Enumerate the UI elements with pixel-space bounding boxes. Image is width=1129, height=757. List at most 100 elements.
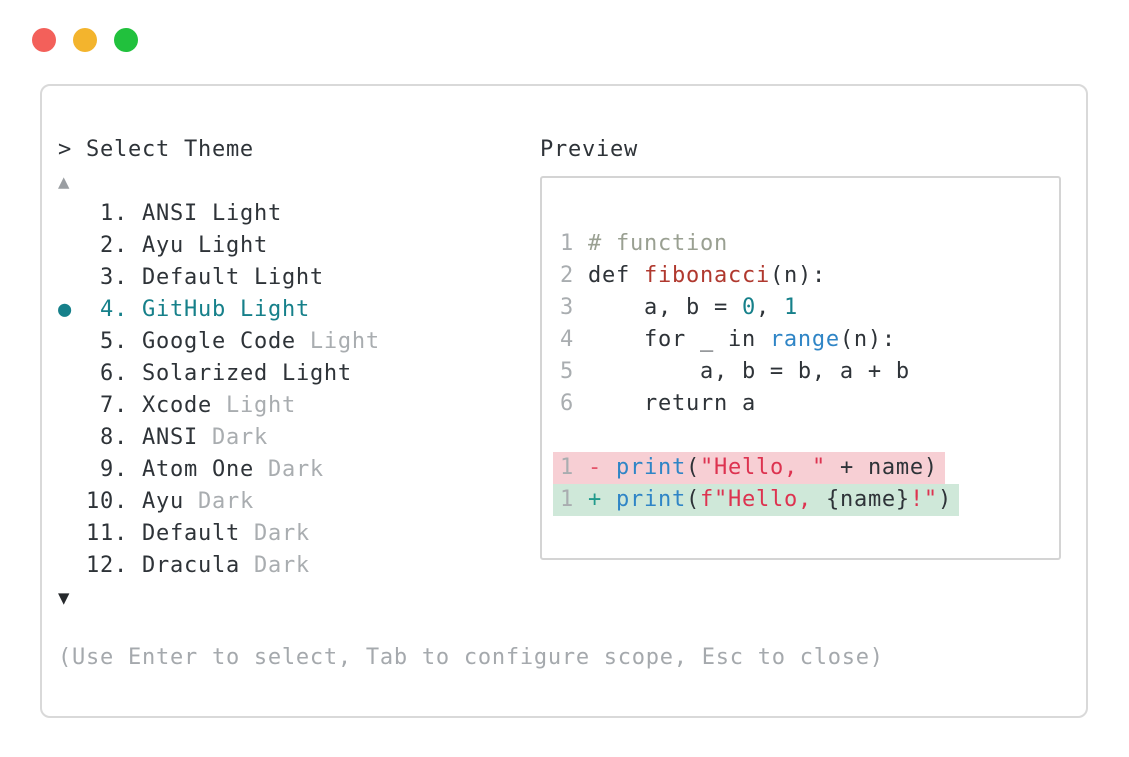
code-line: 5 a, b = b, a + b (560, 356, 959, 388)
theme-picker-window: > Select Theme ▲ 1. ANSI Light 2. Ayu Li… (40, 84, 1088, 718)
line-number: 4 (560, 327, 588, 352)
theme-name: Dracula (141, 553, 240, 578)
theme-number: 1. (86, 201, 142, 226)
bullet-spacer (58, 457, 86, 482)
theme-number: 2. (86, 233, 142, 258)
theme-variant: Dark (239, 553, 310, 578)
code-line: 6 return a (560, 388, 959, 420)
theme-option-6[interactable]: 6. Solarized Light (58, 358, 380, 390)
theme-option-1[interactable]: 1. ANSI Light (58, 198, 380, 230)
bullet-spacer (58, 521, 86, 546)
code-token-minus: - (588, 455, 616, 480)
code-token-code: ( (685, 455, 700, 480)
code-line: 3 a, b = 0, 1 (560, 292, 959, 324)
theme-option-11[interactable]: 11. Default Dark (58, 518, 380, 550)
code-token-blue: print (616, 455, 686, 480)
bullet-spacer (58, 265, 86, 290)
diff-added-highlight: 1 + print(f"Hello, {name}!") (553, 484, 959, 516)
bullet-spacer (58, 233, 86, 258)
theme-variant: Dark (183, 489, 254, 514)
theme-number: 11. (86, 521, 142, 546)
code-token-plus: + (588, 487, 616, 512)
theme-number: 12. (86, 553, 142, 578)
theme-name: Solarized (141, 361, 268, 386)
theme-name: Default (141, 521, 240, 546)
blank-line (560, 420, 959, 452)
theme-number: 7. (86, 393, 142, 418)
code-token-code: a, b = (588, 295, 742, 320)
theme-number: 4. (86, 297, 142, 322)
theme-name: Google Code (141, 329, 296, 354)
zoom-button[interactable] (114, 28, 138, 52)
theme-variant: Dark (239, 521, 310, 546)
theme-option-7[interactable]: 7. Xcode Light (58, 390, 380, 422)
theme-name: ANSI (141, 425, 198, 450)
code-token-comment: # function (588, 231, 728, 256)
bullet-spacer (58, 489, 86, 514)
line-number: 1 (560, 455, 588, 480)
theme-name: Default (141, 265, 240, 290)
theme-option-12[interactable]: 12. Dracula Dark (58, 550, 380, 582)
theme-number: 8. (86, 425, 142, 450)
theme-number: 10. (86, 489, 142, 514)
selected-bullet-icon: ● (58, 297, 86, 322)
theme-variant: Light (183, 233, 268, 258)
code-token-num: 0 (741, 295, 756, 320)
bullet-spacer (58, 425, 86, 450)
diff-added-line: 1 + print(f"Hello, {name}!") (553, 484, 959, 516)
line-number: 1 (560, 231, 588, 256)
code-token-blue: range (769, 327, 840, 352)
theme-variant: Light (239, 265, 324, 290)
diff-removed-highlight: 1 - print("Hello, " + name) (553, 452, 945, 484)
code-line: 4 for _ in range(n): (560, 324, 959, 356)
theme-variant: Light (225, 297, 310, 322)
theme-number: 9. (86, 457, 142, 482)
code-token-code: a, b = b, a + b (588, 359, 910, 384)
code-token-code: (n): (769, 263, 826, 288)
theme-name: ANSI (141, 201, 198, 226)
theme-option-10[interactable]: 10. Ayu Dark (58, 486, 380, 518)
code-token-code: + name) (825, 455, 938, 480)
theme-option-9[interactable]: 9. Atom One Dark (58, 454, 380, 486)
keyboard-hint: (Use Enter to select, Tab to configure s… (58, 645, 884, 670)
code-token-code: return a (588, 391, 756, 416)
preview-title: Preview (540, 137, 638, 162)
code-token-code: def (588, 263, 644, 288)
theme-option-2[interactable]: 2. Ayu Light (58, 230, 380, 262)
theme-name: Ayu (141, 233, 184, 258)
minimize-button[interactable] (73, 28, 97, 52)
code-token-num: 1 (783, 295, 798, 320)
theme-number: 3. (86, 265, 142, 290)
code-token-func: fibonacci (643, 263, 770, 288)
line-number: 1 (560, 487, 588, 512)
code-token-code: {name} (825, 487, 910, 512)
scroll-down-icon[interactable]: ▼ (58, 587, 71, 609)
bullet-spacer (58, 553, 86, 578)
theme-variant: Dark (197, 425, 268, 450)
theme-option-4[interactable]: ● 4. GitHub Light (58, 294, 380, 326)
theme-variant: Light (295, 329, 380, 354)
diff-removed-line: 1 - print("Hello, " + name) (553, 452, 959, 484)
window-controls (32, 28, 138, 52)
theme-number: 6. (86, 361, 142, 386)
code-token-code: for _ in (588, 327, 770, 352)
line-number: 3 (560, 295, 588, 320)
line-number: 6 (560, 391, 588, 416)
line-number: 5 (560, 359, 588, 384)
scroll-up-icon[interactable]: ▲ (58, 171, 71, 193)
bullet-spacer (58, 361, 86, 386)
close-button[interactable] (32, 28, 56, 52)
code-token-blue: print (616, 487, 686, 512)
theme-option-3[interactable]: 3. Default Light (58, 262, 380, 294)
code-token-code: ( (685, 487, 700, 512)
theme-variant: Light (211, 393, 296, 418)
bullet-spacer (58, 393, 86, 418)
theme-option-8[interactable]: 8. ANSI Dark (58, 422, 380, 454)
theme-option-5[interactable]: 5. Google Code Light (58, 326, 380, 358)
code-token-code: , (755, 295, 784, 320)
select-theme-prompt: > Select Theme (58, 137, 254, 162)
theme-number: 5. (86, 329, 142, 354)
bullet-spacer (58, 201, 86, 226)
code-token-string: "Hello, " (699, 455, 826, 480)
code-line: 2 def fibonacci(n): (560, 260, 959, 292)
